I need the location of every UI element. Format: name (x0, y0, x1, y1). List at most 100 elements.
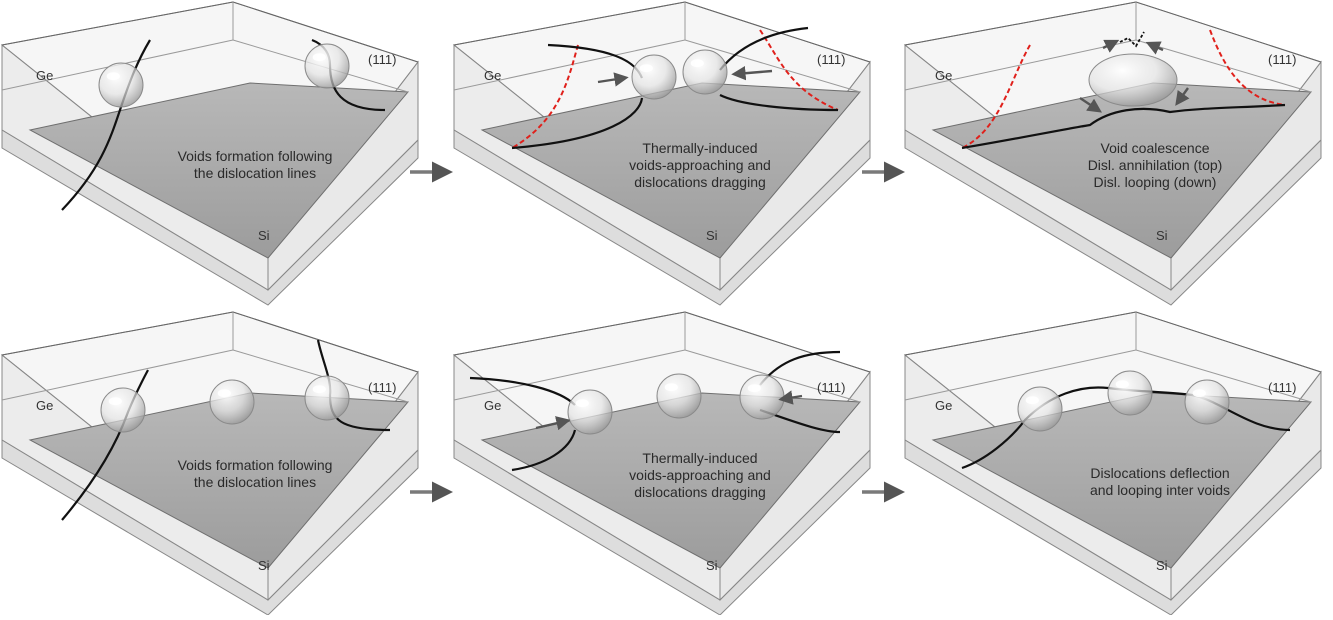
ge-label: Ge (484, 398, 502, 413)
motion-arrow (1079, 97, 1102, 113)
si-slab-edge (453, 129, 871, 306)
motion-arrow (1175, 87, 1190, 106)
annihilated-dislocation-line (961, 44, 1031, 149)
panel-top-1 (0, 1, 419, 306)
si-label: Si (706, 228, 718, 243)
caption-line: Thermally-induced (642, 450, 758, 466)
void-sphere (567, 389, 613, 435)
si-slab-edge (904, 439, 1322, 616)
ge-inner-edge (684, 349, 861, 403)
void-sphere (631, 54, 677, 100)
motion-arrow (597, 72, 629, 87)
ge-label: Ge (36, 68, 54, 83)
caption-line: Disl. annihilation (top) (1087, 157, 1223, 173)
ge-inner-edge (904, 39, 1137, 91)
void-highlight (312, 385, 326, 394)
void-highlight (747, 384, 761, 393)
panel-bottom-3 (903, 311, 1322, 616)
caption-line: Voids formation following (177, 148, 333, 164)
annihilated-dislocation-line (511, 44, 579, 149)
si-label: Si (258, 558, 270, 573)
si-label: Si (1156, 228, 1168, 243)
si-label: Si (706, 558, 718, 573)
panel-bottom-1 (0, 311, 419, 616)
void-sphere (1017, 386, 1063, 432)
annihilated-dislocation-line (1209, 29, 1286, 106)
motion-arrow (1145, 41, 1164, 55)
dislocation-line (469, 376, 576, 406)
dislocation-line (511, 97, 644, 150)
void-sphere (304, 43, 350, 89)
si-slab-edge (904, 129, 1322, 306)
panel-top-2 (452, 1, 871, 306)
dislocation-line (719, 26, 809, 71)
ge-inner-edge (1135, 349, 1312, 403)
caption-line: and looping inter voids (1089, 482, 1231, 498)
panel-top-3 (903, 1, 1322, 306)
ge-inner-edge (1, 349, 234, 401)
void-highlight (312, 53, 326, 62)
caption-line: voids-approaching and (629, 467, 771, 483)
caption-line: the dislocation lines (193, 165, 317, 181)
void-highlight (217, 389, 231, 398)
void-sphere (1107, 370, 1153, 416)
caption-line: Void coalescence (1100, 140, 1210, 156)
caption-line: Voids formation following (177, 457, 333, 473)
void-sphere (739, 374, 785, 420)
dislocation-line (511, 429, 577, 472)
ge-inner-edge (453, 349, 686, 401)
void-highlight (1115, 380, 1129, 389)
ge-inner-edge (232, 349, 409, 403)
si-label: Si (1156, 558, 1168, 573)
si-label: Si (258, 228, 270, 243)
dislocation-line (61, 39, 151, 211)
motion-arrow (731, 66, 773, 81)
void-highlight (108, 397, 122, 406)
ge-inner-edge (453, 39, 686, 91)
annihilated-dislocation-line (759, 29, 839, 111)
motion-arrow (1102, 39, 1120, 53)
ge-inner-edge (1135, 39, 1312, 93)
ge-label: Ge (484, 68, 502, 83)
plane-label: (111) (368, 380, 397, 395)
plane-label: (111) (368, 52, 397, 67)
void-sphere (682, 49, 728, 95)
caption-line: Disl. looping (down) (1093, 174, 1217, 190)
coalesced-void (1088, 53, 1178, 107)
caption-line: Dislocations deflection (1090, 465, 1230, 481)
plane-label: (111) (1268, 380, 1297, 395)
void-highlight (1025, 396, 1039, 405)
plane-label: (111) (817, 52, 846, 67)
dislocation-line (961, 103, 1286, 150)
ge-inner-edge (684, 39, 861, 93)
ge-label: Ge (935, 398, 953, 413)
void-highlight (690, 59, 704, 68)
si-slab-edge (1, 439, 419, 616)
ge-inner-edge (904, 349, 1137, 401)
motion-arrow (778, 390, 803, 405)
void-highlight (664, 383, 678, 392)
caption-line: voids-approaching and (629, 157, 771, 173)
void-sphere (209, 379, 255, 425)
void-highlight (639, 64, 653, 73)
motion-arrow (535, 416, 571, 431)
plane-label: (111) (1268, 52, 1297, 67)
caption-line: the dislocation lines (193, 474, 317, 490)
ge-label: Ge (36, 398, 54, 413)
caption-line: Thermally-induced (642, 140, 758, 156)
void-sphere (304, 375, 350, 421)
si-slab-edge (453, 439, 871, 616)
void-sphere (656, 373, 702, 419)
plane-label: (111) (817, 380, 846, 395)
ge-label: Ge (935, 68, 953, 83)
caption-line: dislocations dragging (634, 174, 766, 190)
void-highlight (106, 72, 120, 81)
